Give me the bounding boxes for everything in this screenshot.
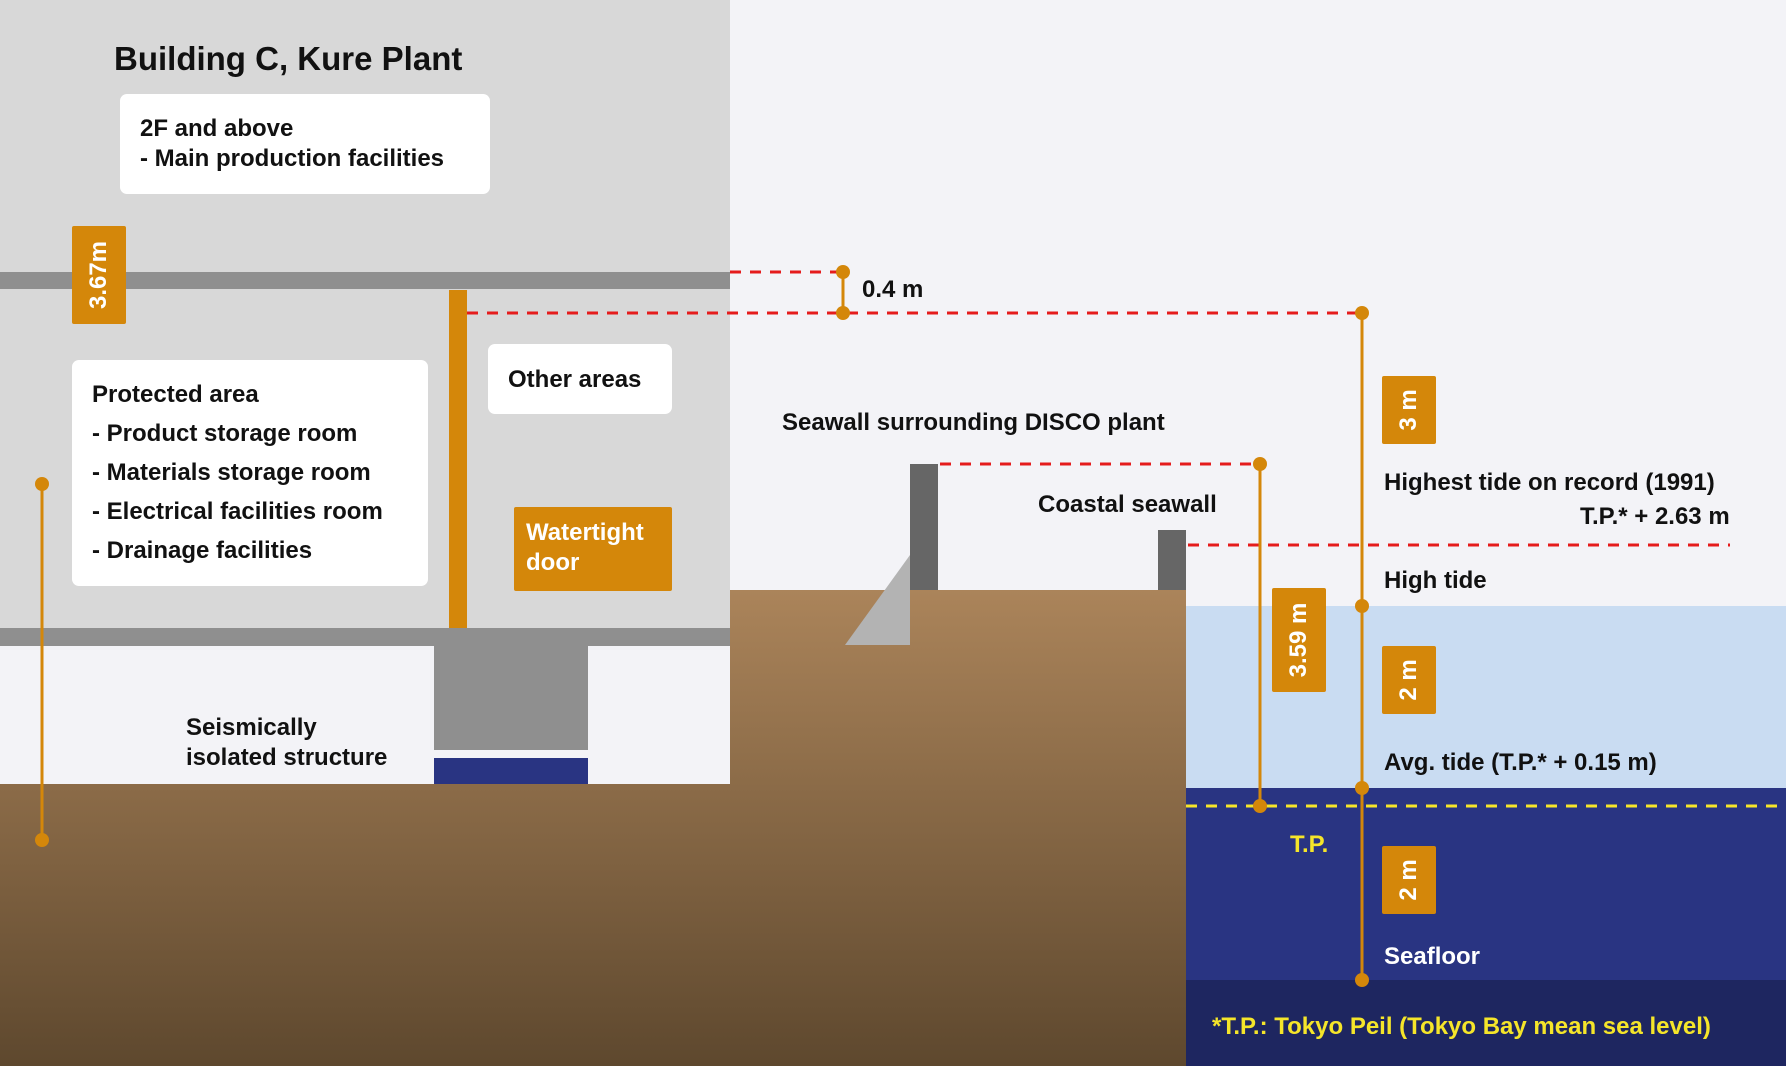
floor-slab-2f	[0, 272, 730, 289]
high-to-avg-label: 2 m	[1395, 659, 1422, 701]
protected-area-box: Protected area - Product storage room - …	[72, 360, 428, 586]
highest-tide-value: T.P.* + 2.63 m	[1580, 503, 1730, 530]
above-high-tide-label: 3 m	[1395, 389, 1422, 431]
measure-seawall-bottom	[1253, 799, 1267, 813]
disco-seawall-buttress	[845, 555, 910, 645]
seafloor-band	[1186, 980, 1786, 1066]
above-high-tide-badge: 3 m	[1382, 376, 1436, 444]
upper-floor-box: 2F and above - Main production facilitie…	[120, 94, 490, 194]
protected-area-item: - Drainage facilities	[92, 537, 313, 564]
tp-label: T.P.	[1290, 831, 1329, 858]
building-title: Building C, Kure Plant	[114, 40, 463, 77]
watertight-wall	[449, 290, 467, 628]
watertight-door-line2: door	[526, 549, 580, 576]
measure-protected-area-top	[35, 477, 49, 491]
watertight-door-line1: Watertight	[526, 519, 644, 546]
floor-height-badge: 3.67m	[72, 226, 126, 324]
measure-seawall-top	[1253, 457, 1267, 471]
upper-floor-item: - Main production facilities	[140, 145, 445, 172]
measure-gap-bottom	[836, 306, 850, 320]
measure-tide-high	[1355, 599, 1369, 613]
floor-height-label: 3.67m	[85, 240, 112, 310]
other-areas-label: Other areas	[508, 366, 642, 393]
protected-area-item: - Product storage room	[92, 420, 358, 447]
disco-seawall-label: Seawall surrounding DISCO plant	[782, 409, 1165, 436]
seismic-label-line1: Seismically	[186, 714, 317, 741]
footnote: *T.P.: Tokyo Peil (Tokyo Bay mean sea le…	[1212, 1013, 1711, 1040]
seawall-height-label: 3.59 m	[1285, 602, 1312, 678]
avg-tide-label: Avg. tide (T.P.* + 0.15 m)	[1384, 749, 1657, 776]
seafloor-label: Seafloor	[1384, 943, 1481, 970]
floor-slab-1f	[0, 628, 730, 646]
watertight-door-badge: Watertight door	[514, 507, 672, 591]
measure-tide-seafloor	[1355, 973, 1369, 987]
highest-tide-label: Highest tide on record (1991)	[1384, 469, 1715, 496]
other-areas-box: Other areas	[488, 344, 672, 414]
water-deep	[1186, 788, 1786, 980]
seismic-label-line2: isolated structure	[186, 744, 388, 771]
avg-to-seafloor-label: 2 m	[1395, 859, 1422, 901]
avg-to-seafloor-badge: 2 m	[1382, 846, 1436, 914]
protected-area-heading: Protected area	[92, 381, 259, 408]
seawall-height-badge: 3.59 m	[1272, 588, 1326, 692]
measure-gap-top	[836, 265, 850, 279]
under-building-space	[0, 646, 730, 784]
gap-label: 0.4 m	[862, 276, 924, 303]
measure-protected-area-bottom	[35, 833, 49, 847]
seismic-isolator	[434, 646, 588, 750]
seismic-isolator-base	[434, 758, 588, 784]
protected-area-item: - Materials storage room	[92, 459, 371, 486]
high-to-avg-badge: 2 m	[1382, 646, 1436, 714]
disco-seawall	[910, 464, 938, 590]
upper-floor-heading: 2F and above	[140, 115, 294, 142]
ground	[0, 590, 1186, 1066]
coastal-seawall-label: Coastal seawall	[1038, 491, 1217, 518]
protected-area-item: - Electrical facilities room	[92, 498, 383, 525]
measure-tide-top	[1355, 306, 1369, 320]
coastal-seawall	[1158, 530, 1186, 590]
high-tide-label: High tide	[1384, 567, 1487, 594]
measure-tide-avg	[1355, 781, 1369, 795]
